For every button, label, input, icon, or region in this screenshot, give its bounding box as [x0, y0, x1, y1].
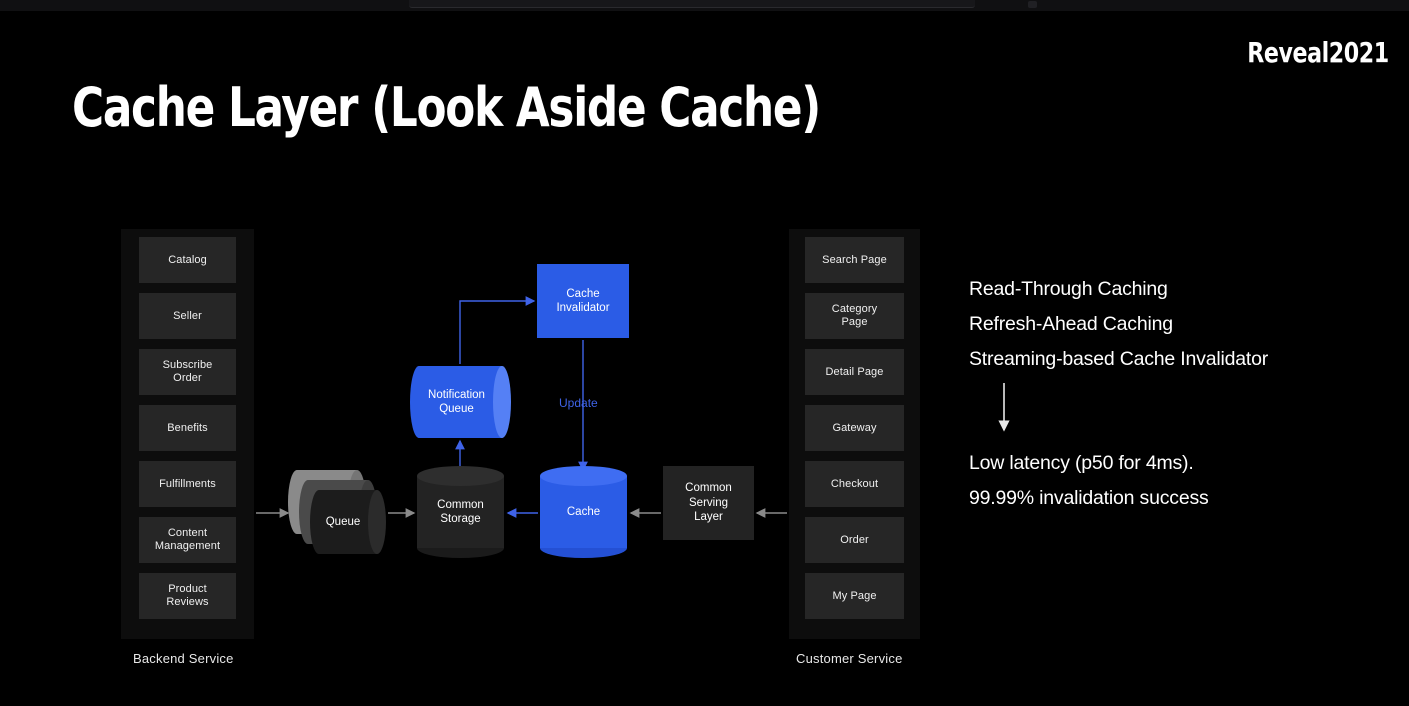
cylinder-body: [540, 476, 627, 548]
backend-item[interactable]: Fulfillments: [139, 461, 236, 507]
brand-logo: Reveal2021: [1247, 36, 1390, 69]
cylinder-body: [419, 366, 502, 438]
note-line: Refresh-Ahead Caching: [969, 313, 1173, 335]
cylinder-right-cap: [368, 490, 386, 554]
browser-url-bar[interactable]: [409, 0, 975, 8]
browser-toolbar-icon[interactable]: [1028, 1, 1037, 8]
backend-item[interactable]: Catalog: [139, 237, 236, 283]
customer-item[interactable]: Gateway: [805, 405, 904, 451]
note-line: Streaming-based Cache Invalidator: [969, 348, 1269, 370]
note-line: Low latency (p50 for 4ms).: [969, 452, 1194, 474]
customer-item[interactable]: Order: [805, 517, 904, 563]
page-title: Cache Layer (Look Aside Cache): [72, 76, 821, 139]
cylinder-top: [417, 466, 504, 486]
notes-group-b: Low latency (p50 for 4ms). 99.99% invali…: [969, 446, 1209, 516]
customer-item[interactable]: Checkout: [805, 461, 904, 507]
cache-label: Cache: [566, 505, 601, 518]
backend-service-caption: Backend Service: [133, 651, 234, 666]
queue-cylinder-front: Queue: [310, 490, 386, 554]
cylinder-body: [417, 476, 504, 548]
cylinder-top: [540, 466, 627, 486]
backend-item[interactable]: Seller: [139, 293, 236, 339]
backend-item[interactable]: Benefits: [139, 405, 236, 451]
browser-chrome-strip: [0, 0, 1409, 11]
customer-service-caption: Customer Service: [796, 651, 903, 666]
customer-item[interactable]: My Page: [805, 573, 904, 619]
cache-node[interactable]: Cache: [540, 466, 627, 558]
queue-label: Queue: [325, 515, 361, 528]
customer-item[interactable]: Detail Page: [805, 349, 904, 395]
note-line: 99.99% invalidation success: [969, 487, 1209, 509]
queue-node[interactable]: Queue: [288, 470, 386, 554]
customer-item[interactable]: Search Page: [805, 237, 904, 283]
notes-group-a: Read-Through Caching Refresh-Ahead Cachi…: [969, 272, 1268, 377]
cylinder-body: [319, 490, 377, 554]
note-line: Read-Through Caching: [969, 278, 1168, 300]
update-edge-label: Update: [559, 396, 598, 410]
cylinder-right-cap: [493, 366, 511, 438]
